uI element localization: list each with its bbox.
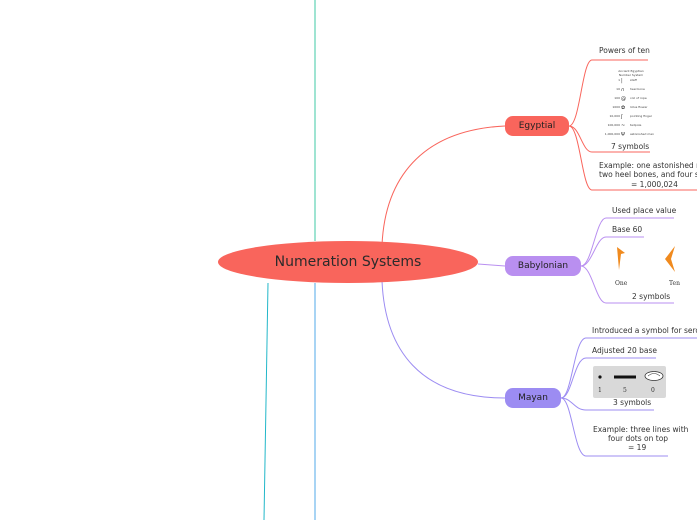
root-node[interactable]: Numeration Systems bbox=[218, 241, 478, 283]
egyptian-symbols-table: Ancient Egyptian Number System 1| staff 1… bbox=[600, 66, 656, 142]
egypt-sub-connector bbox=[568, 59, 648, 127]
egypt-row-num: 10 bbox=[616, 87, 620, 91]
maya-sub-connector bbox=[560, 337, 697, 399]
baby-place-value: Used place value bbox=[612, 206, 677, 215]
babylonian-one-wedge-icon bbox=[617, 247, 625, 270]
egypt-example-line-2: two heel bones, and four sta bbox=[599, 170, 697, 179]
connector-babylonian bbox=[477, 263, 506, 267]
egypt-row-num: 100 bbox=[614, 96, 620, 100]
egypt-row-name: staff bbox=[630, 78, 637, 82]
egypt-row-name: lotus flower bbox=[630, 105, 648, 109]
baby-ten-label: Ten bbox=[669, 280, 680, 287]
connector-mayan bbox=[381, 280, 506, 399]
egypt-table-row: 1000✿ lotus flower bbox=[600, 105, 656, 112]
mayan-bar-icon bbox=[614, 375, 636, 379]
egypt-row-glyph: ✿ bbox=[621, 105, 626, 111]
branch-mayan[interactable]: Mayan bbox=[505, 388, 561, 408]
baby-base: Base 60 bbox=[612, 225, 643, 234]
egypt-table-row: 100,000~ tadpole bbox=[600, 123, 656, 130]
vertical-line-teal bbox=[263, 282, 269, 520]
egypt-row-glyph: ʃ bbox=[621, 114, 623, 120]
maya-example-line-3: = 19 bbox=[628, 443, 647, 452]
egypt-table-header: Ancient Egyptian Number System bbox=[606, 69, 656, 77]
egypt-row-num: 1,000,000 bbox=[604, 132, 620, 136]
branch-babylonian[interactable]: Babylonian bbox=[505, 256, 581, 276]
egypt-row-name: tadpole bbox=[630, 123, 642, 127]
egypt-row-num: 1 bbox=[618, 78, 620, 82]
babylonian-symbols-image: One Ten bbox=[606, 241, 686, 289]
babylonian-ten-wedge-icon bbox=[665, 246, 675, 272]
egypt-row-name: astonished man bbox=[630, 132, 654, 136]
egypt-row-glyph: ~ bbox=[621, 123, 626, 129]
egypt-row-num: 10,000 bbox=[609, 114, 621, 118]
baby-symbols-caption: 2 symbols bbox=[632, 292, 671, 301]
egypt-row-glyph: @ bbox=[621, 96, 626, 102]
maya-example-line-1: Example: three lines with bbox=[593, 425, 689, 434]
maya-base: Adjusted 20 base bbox=[592, 346, 658, 355]
baby-sub-connector bbox=[580, 217, 674, 267]
egypt-row-glyph: Ψ bbox=[621, 132, 625, 138]
mayan-glyphs bbox=[598, 371, 664, 381]
root-label: Numeration Systems bbox=[274, 254, 422, 270]
egypt-row-name: coil of rope bbox=[630, 96, 647, 100]
baby-one-label: One bbox=[615, 280, 628, 287]
egypt-example-line-1: Example: one astonished ma bbox=[599, 161, 697, 170]
maya-zero-symbol: Introduced a symbol for sero bbox=[592, 326, 697, 335]
maya-digit-label: 1 bbox=[598, 387, 602, 394]
egypt-table-row: 100@ coil of rope bbox=[600, 96, 656, 103]
mayan-dot-icon bbox=[598, 375, 602, 379]
mayan-symbols-image: 1 5 0 bbox=[593, 366, 666, 398]
egypt-row-name: pointing finger bbox=[630, 114, 653, 118]
egyptian-label: Egyptial bbox=[518, 121, 556, 131]
egypt-symbols-caption: 7 symbols bbox=[611, 142, 650, 151]
egypt-row-name: heel bone bbox=[630, 87, 645, 91]
egypt-example-line-3: = 1,000,024 bbox=[631, 180, 678, 189]
mayan-label: Mayan bbox=[518, 393, 548, 403]
babylonian-label: Babylonian bbox=[517, 261, 569, 271]
connector-egyptian bbox=[381, 125, 506, 246]
egypt-powers-label: Powers of ten bbox=[599, 46, 650, 55]
branch-egyptian[interactable]: Egyptial bbox=[505, 116, 569, 136]
maya-example-line-2: four dots on top bbox=[608, 434, 669, 443]
mayan-shell-icon bbox=[644, 371, 664, 381]
maya-symbols-caption: 3 symbols bbox=[613, 398, 652, 407]
egypt-table-header-line: Ancient Egyptian bbox=[618, 69, 644, 73]
egypt-row-glyph: | bbox=[621, 78, 623, 84]
babylonian-wedges bbox=[617, 246, 675, 272]
egypt-table-row: 10∩ heel bone bbox=[600, 87, 656, 94]
maya-digit-label: 5 bbox=[623, 387, 627, 394]
egypt-table-header-line: Number System bbox=[618, 73, 644, 77]
egypt-row-num: 1000 bbox=[612, 105, 620, 109]
maya-digit-label: 0 bbox=[651, 387, 655, 394]
egypt-row-num: 100,000 bbox=[607, 123, 620, 127]
egypt-row-glyph: ∩ bbox=[621, 87, 625, 93]
egypt-table-row: 1| staff bbox=[600, 78, 656, 85]
